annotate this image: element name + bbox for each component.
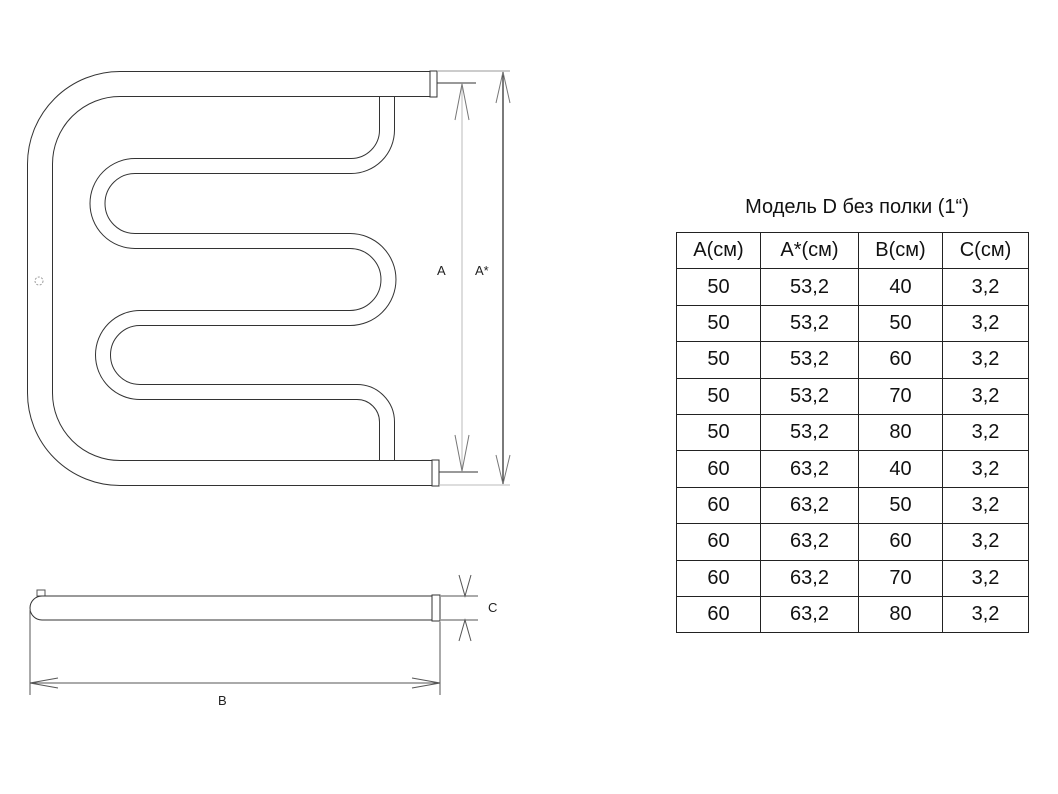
table-cell: 3,2 [942, 559, 1029, 597]
table-cell: 40 [858, 450, 943, 488]
table-cell: 63,2 [760, 523, 859, 561]
label-c: C [488, 600, 497, 615]
table-header-row: A(см)A*(см)B(см)C(см) [676, 231, 1029, 270]
table-cell: 60 [676, 559, 761, 597]
table-cell: 80 [858, 595, 943, 634]
main-tube [27, 70, 440, 487]
table-cell: 50 [676, 268, 761, 306]
serpentine-tube [89, 95, 397, 465]
mount-hole [34, 276, 44, 286]
table-cell: 3,2 [942, 268, 1029, 306]
top-end-cap [429, 70, 438, 98]
label-a-star: A* [475, 263, 489, 278]
table-cell: 60 [858, 523, 943, 561]
side-view [29, 589, 441, 622]
table-cell: 3,2 [942, 413, 1029, 452]
table-cell: 63,2 [760, 486, 859, 525]
table-cell: 63,2 [760, 595, 859, 634]
label-b: B [218, 693, 227, 708]
bottom-end-cap [431, 459, 440, 487]
table-cell: 50 [676, 341, 761, 379]
column-header: A*(см) [760, 231, 859, 270]
table-cell: 63,2 [760, 450, 859, 488]
table-cell: 60 [676, 595, 761, 634]
dimension-c [441, 574, 478, 642]
table-cell: 53,2 [760, 377, 859, 415]
table-cell: 3,2 [942, 595, 1029, 634]
dimension-a [437, 82, 478, 473]
table-cell: 63,2 [760, 559, 859, 597]
table-cell: 50 [858, 304, 943, 343]
table-cell: 60 [676, 450, 761, 488]
table-cell: 50 [676, 304, 761, 343]
table-cell: 60 [858, 341, 943, 379]
column-header: A(см) [676, 231, 761, 270]
table-cell: 50 [676, 413, 761, 452]
table-cell: 70 [858, 559, 943, 597]
column-header: B(см) [858, 231, 943, 270]
table-cell: 80 [858, 413, 943, 452]
table-cell: 50 [676, 377, 761, 415]
table-cell: 60 [676, 523, 761, 561]
table-cell: 3,2 [942, 486, 1029, 525]
dimension-b [29, 610, 441, 695]
table-cell: 40 [858, 268, 943, 306]
column-header: C(см) [942, 231, 1029, 270]
label-a: A [437, 263, 446, 278]
table-cell: 70 [858, 377, 943, 415]
table-cell: 3,2 [942, 341, 1029, 379]
table-cell: 3,2 [942, 304, 1029, 343]
table-cell: 3,2 [942, 377, 1029, 415]
table-cell: 3,2 [942, 450, 1029, 488]
table-cell: 60 [676, 486, 761, 525]
table-cell: 53,2 [760, 304, 859, 343]
table-cell: 50 [858, 486, 943, 525]
table-cell: 53,2 [760, 341, 859, 379]
table-cell: 3,2 [942, 523, 1029, 561]
table-title: Модель D без полки (1“) [745, 196, 969, 218]
table-cell: 53,2 [760, 413, 859, 452]
table-cell: 53,2 [760, 268, 859, 306]
dimension-a-star [437, 70, 511, 486]
